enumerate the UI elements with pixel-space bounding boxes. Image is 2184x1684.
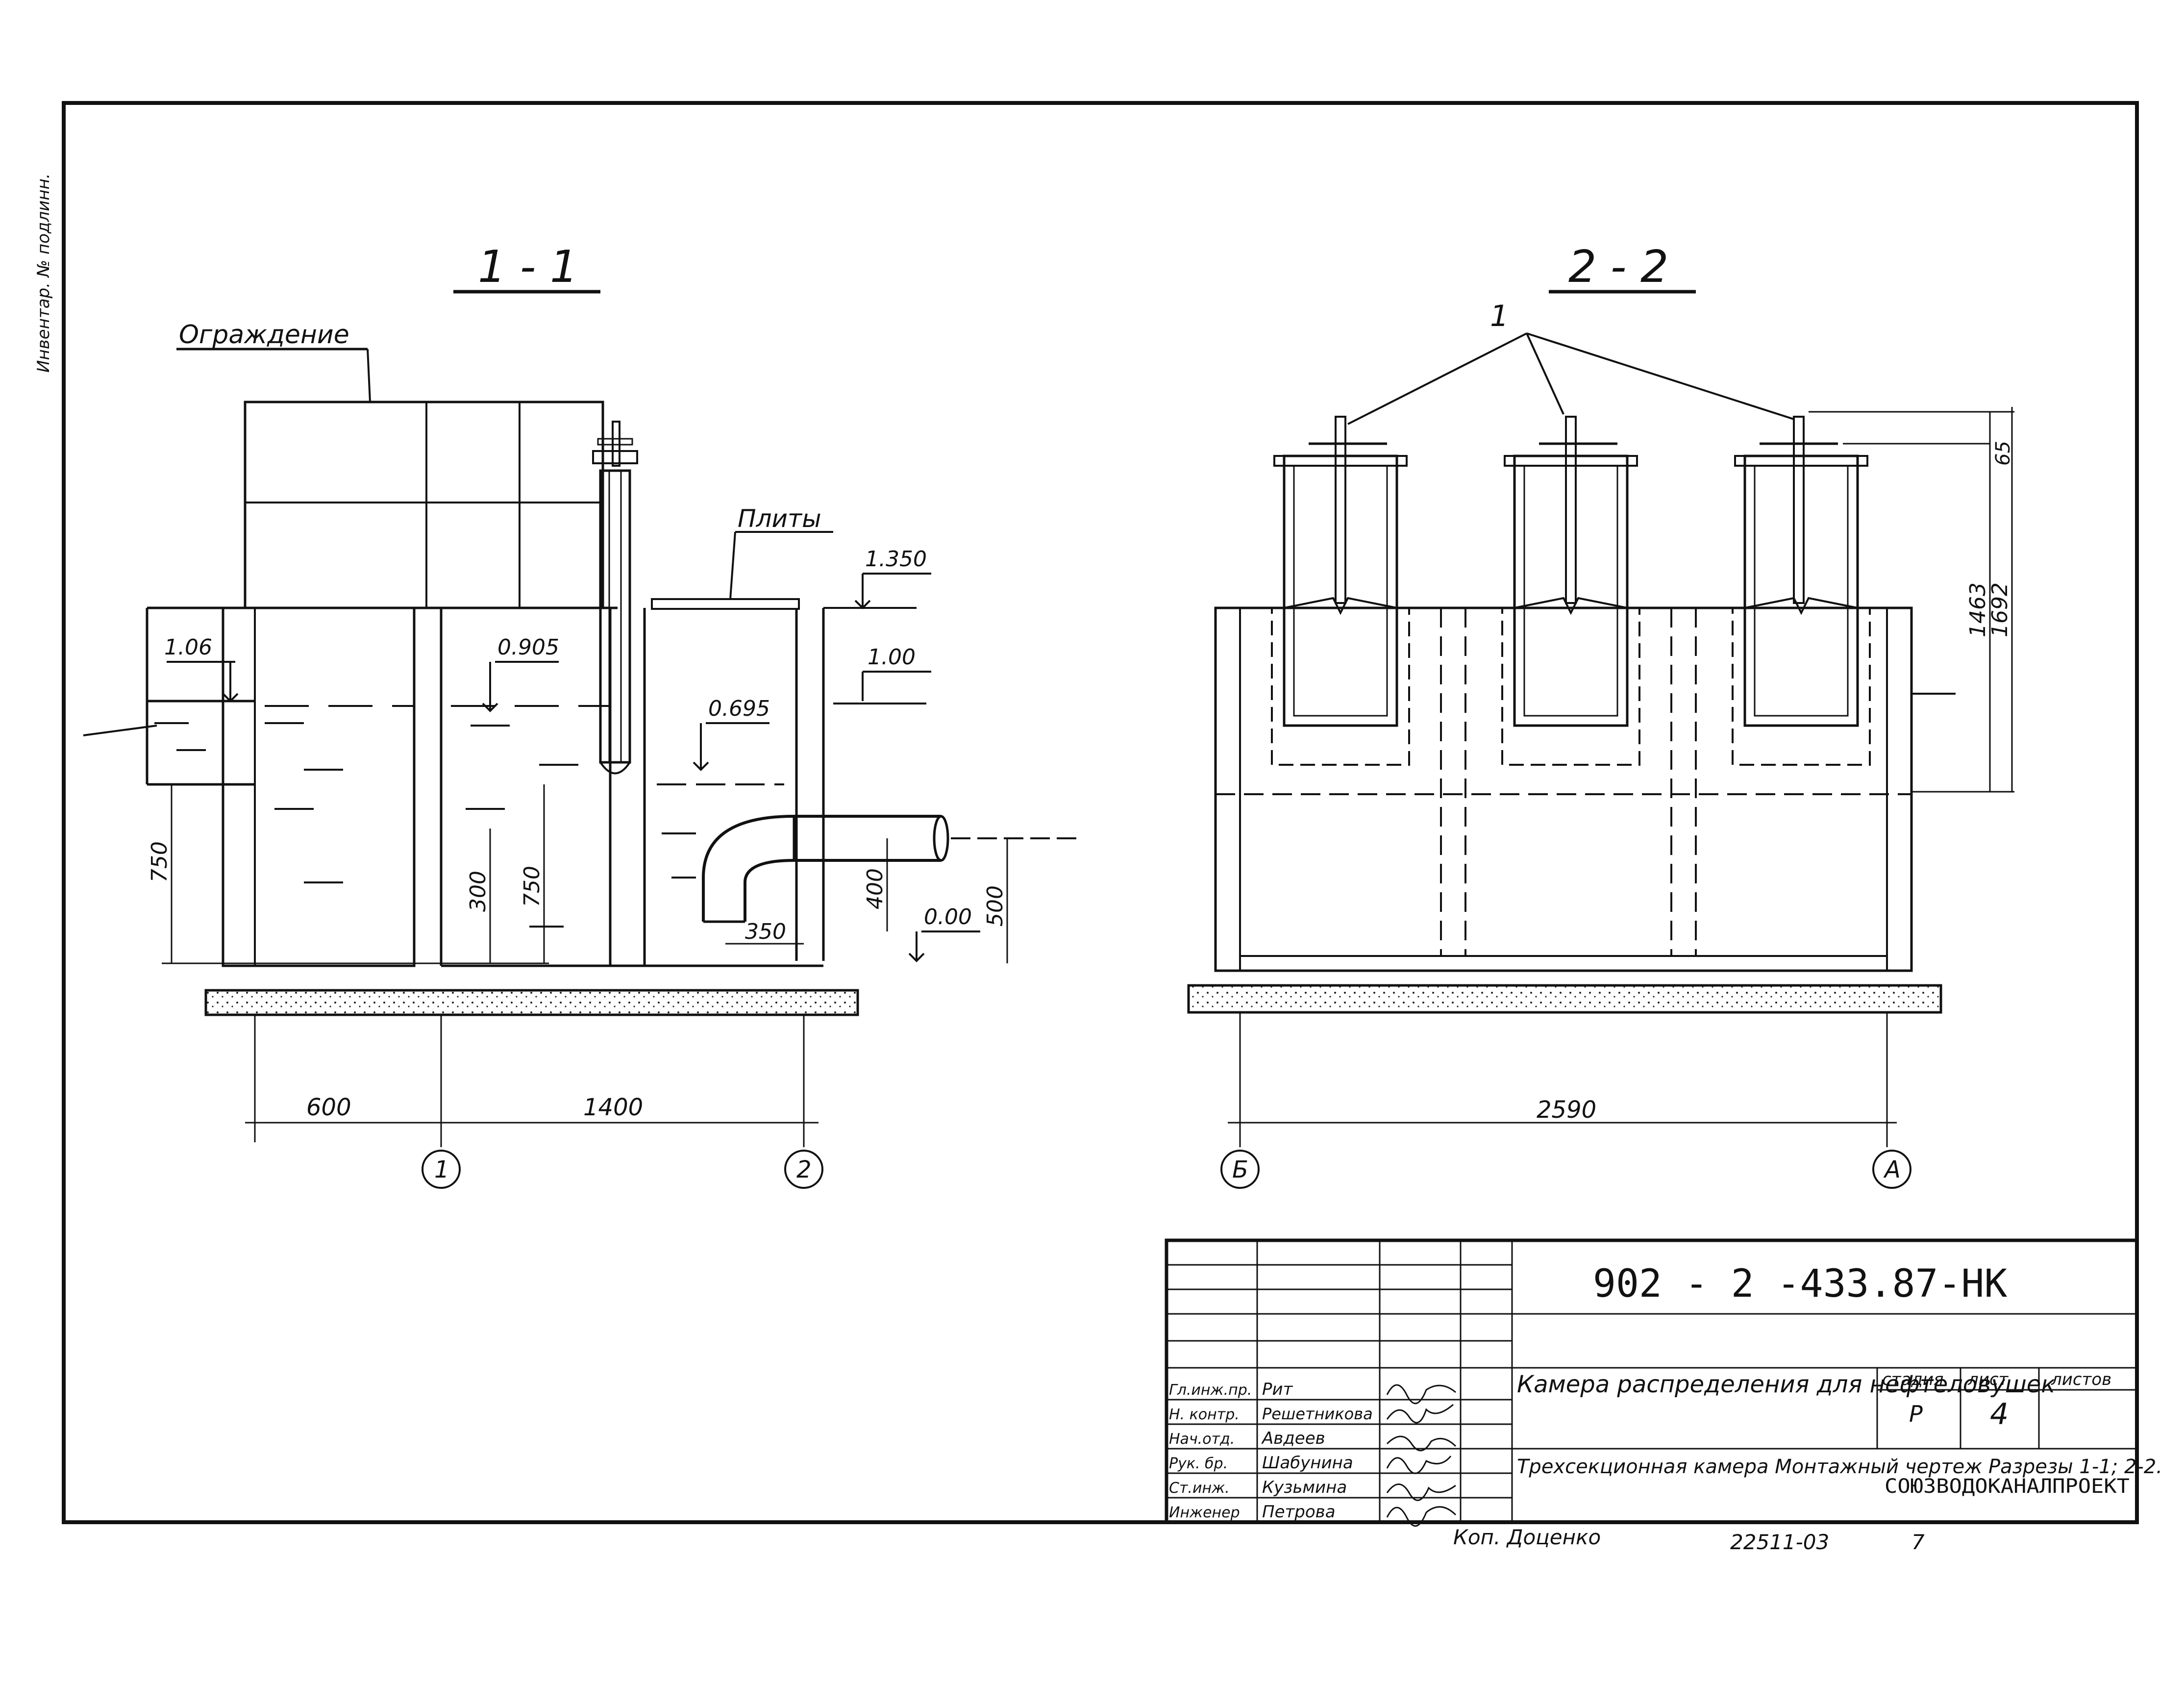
outlet-pipe: [702, 815, 941, 922]
level-1350: 1.350: [865, 547, 927, 572]
axis-b-label: Б: [1232, 1156, 1248, 1183]
copied-by: Коп. Доценко: [1453, 1525, 1601, 1549]
leader-label: 1: [1490, 299, 1509, 333]
axis-2-label: 2: [796, 1156, 812, 1183]
name-2: Решетникова: [1262, 1405, 1373, 1423]
stem-column: [599, 469, 631, 764]
section-2-title: 2 - 2: [1568, 241, 1668, 293]
dim-400: 400: [863, 868, 888, 909]
fence-panel: [244, 401, 604, 609]
dim-1463: 1463: [1965, 582, 1990, 637]
cover-plate: [651, 598, 800, 610]
signature-3: [1386, 1435, 1457, 1452]
name-1: Рит: [1262, 1380, 1293, 1399]
foundation-slab: [204, 989, 859, 1016]
signature-5: [1386, 1483, 1456, 1501]
dim-65: 65: [1992, 441, 2014, 466]
stage-value: Р: [1909, 1401, 1923, 1427]
sheet-title: Трехсекционная камера Монтажный чертеж Р…: [1517, 1456, 2162, 1478]
role-2: Н. контр.: [1169, 1406, 1240, 1423]
plates-label: Плиты: [738, 504, 821, 533]
dim-2590: 2590: [1537, 1096, 1596, 1124]
sheet-number: 4: [1990, 1397, 2009, 1432]
dim-600: 600: [306, 1094, 351, 1121]
signature-4: [1386, 1456, 1452, 1474]
role-3: Нач.отд.: [1169, 1431, 1235, 1448]
dim-750-left: 750: [147, 841, 172, 882]
page-number: 7: [1911, 1530, 1925, 1554]
axis-marker-2: [784, 1150, 823, 1189]
project-name: Камера распределения для нефтеловушек: [1517, 1371, 2055, 1398]
axis-marker-a: [1872, 1150, 1911, 1189]
gate-1: [1271, 416, 1410, 766]
level-100: 1.00: [868, 645, 916, 670]
col-sheet: лист: [1967, 1370, 2009, 1389]
role-6: Инженер: [1169, 1504, 1240, 1521]
dim-300: 300: [466, 871, 491, 912]
level-0905: 0.905: [497, 635, 559, 660]
name-4: Шабунина: [1262, 1453, 1353, 1473]
fence-label: Ограждение: [179, 320, 349, 350]
role-4: Рук. бр.: [1169, 1455, 1228, 1472]
dim-1692: 1692: [1987, 582, 2012, 637]
gate-2: [1501, 416, 1640, 766]
chamber-body: [1214, 606, 1913, 972]
signature-1: [1386, 1384, 1456, 1405]
gate-3: [1732, 416, 1871, 766]
axis-marker-1: [422, 1150, 461, 1189]
title-block: 902 - 2 -433.87-НК Камера распределения …: [1165, 1238, 2162, 1527]
dim-1400: 1400: [583, 1094, 643, 1121]
level-0695: 0.695: [708, 696, 770, 721]
signature-table: Гл.инж.пр. Н. контр. Нач.отд. Рук. бр. С…: [1169, 1380, 1457, 1527]
section-1-title: 1 - 1: [478, 241, 578, 293]
organization: СОЮЗВОДОКАНАЛПРОЕКТ: [1885, 1475, 2130, 1498]
chamber-1: [222, 606, 416, 967]
role-5: Ст.инж.: [1169, 1480, 1230, 1497]
margin-note: Инвентар. № подлинн.: [34, 174, 53, 373]
name-5: Кузьмина: [1262, 1478, 1347, 1497]
level-000: 0.00: [924, 905, 972, 930]
axis-1-label: 1: [434, 1156, 449, 1183]
name-3: Авдеев: [1261, 1429, 1325, 1448]
doc-code: 902 - 2 -433.87-НК: [1593, 1262, 2007, 1306]
order-number: 22511-03: [1730, 1530, 1829, 1554]
signature-2: [1386, 1404, 1454, 1424]
dim-750-mid: 750: [520, 866, 545, 907]
axis-marker-b: [1220, 1150, 1260, 1189]
dim-500: 500: [983, 885, 1008, 927]
signature-6: [1386, 1506, 1457, 1527]
col-sheets: листов: [2051, 1370, 2111, 1389]
dim-pipe-350: 350: [745, 919, 786, 944]
axis-a-label: А: [1883, 1156, 1901, 1183]
level-106: 1.06: [164, 635, 212, 660]
role-1: Гл.инж.пр.: [1169, 1382, 1252, 1399]
section-1-1: 1 - 1 Ограждение Плиты: [83, 241, 1083, 1189]
sheet-frame: [62, 101, 2139, 1524]
col-stage: стадия: [1882, 1370, 1943, 1389]
foundation-slab-2: [1187, 984, 1942, 1014]
section-2-2: 2 - 2 1: [1187, 241, 2014, 1189]
name-6: Петрова: [1262, 1502, 1336, 1522]
